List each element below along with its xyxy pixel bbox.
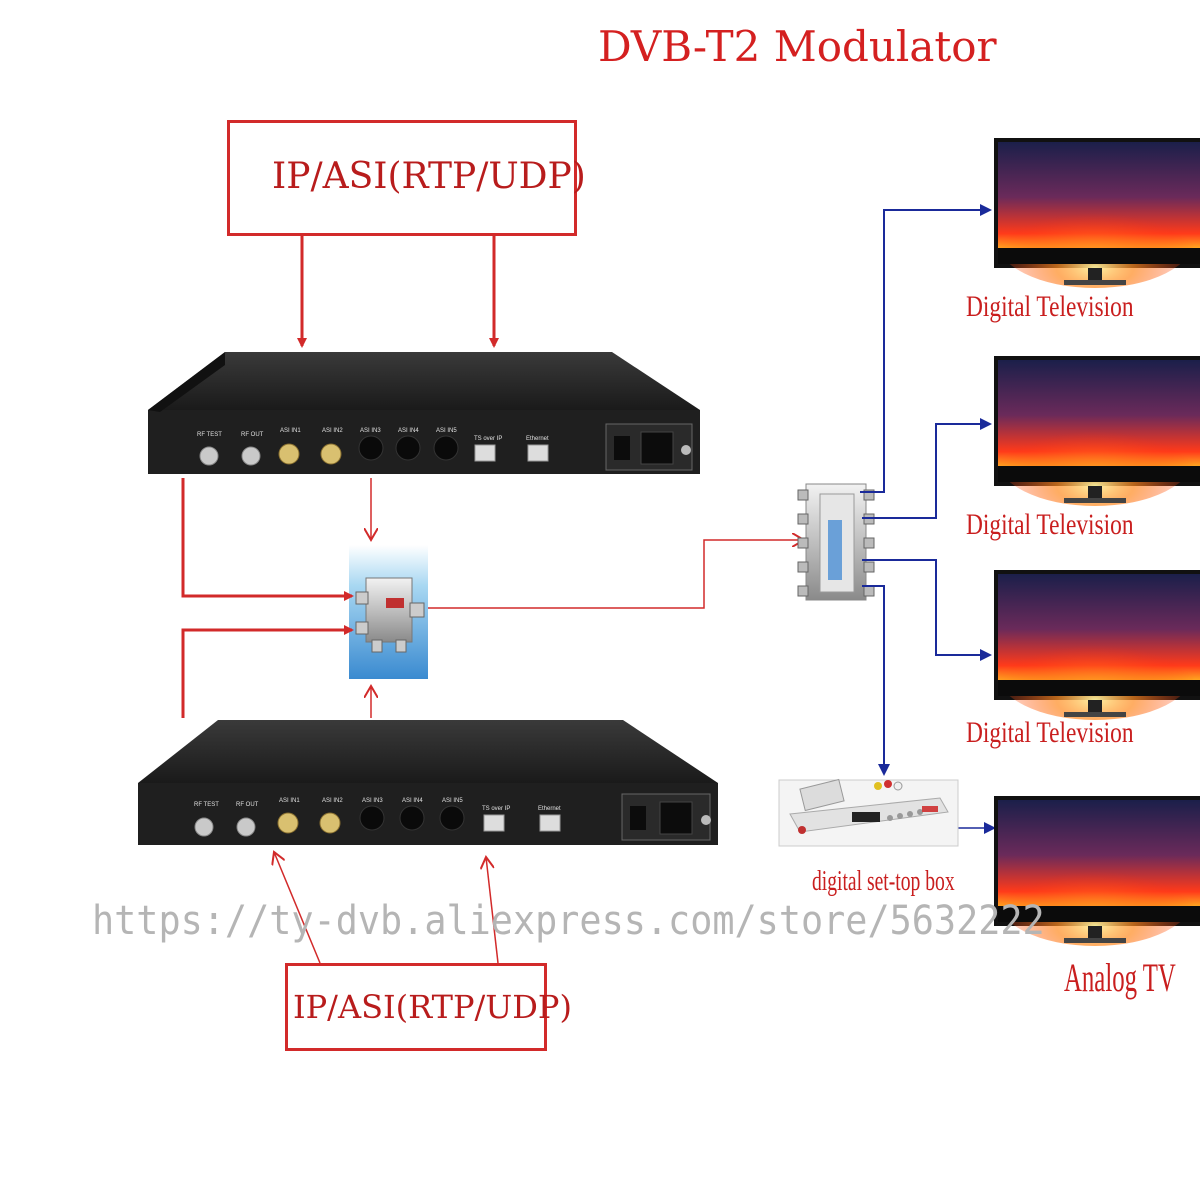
analog-tv-label: Analog TV — [1064, 955, 1176, 1000]
diagram-title: DVB-T2 Modulator — [598, 22, 997, 71]
watermark-url: https://ty-dvb.aliexpress.com/store/5632… — [92, 898, 1045, 944]
source-label-top: IP/ASI(RTP/UDP) — [272, 156, 586, 197]
tv-label-1: Digital Television — [966, 290, 1134, 323]
arrows-bottom-source — [274, 852, 499, 964]
svg-text:TS over IP: TS over IP — [474, 436, 502, 442]
tv-analog — [994, 796, 1200, 946]
svg-text:RF TEST: RF TEST — [194, 802, 219, 808]
source-box-top — [227, 120, 577, 236]
rf-splitter — [797, 483, 875, 601]
set-top-box — [778, 778, 959, 847]
svg-text:ASI IN4: ASI IN4 — [402, 798, 423, 804]
svg-text:ASI IN1: ASI IN1 — [279, 798, 300, 804]
modulator-bottom: RF TEST RF OUT ASI IN1 ASI IN2 ASI IN3 A… — [138, 720, 718, 845]
svg-text:ASI IN5: ASI IN5 — [442, 798, 463, 804]
arrows-top-source — [297, 236, 499, 348]
svg-text:RF OUT: RF OUT — [236, 802, 259, 808]
arrows-to-combiner — [181, 478, 804, 718]
svg-text:ASI IN3: ASI IN3 — [362, 798, 383, 804]
svg-text:TS over IP: TS over IP — [482, 806, 510, 812]
svg-text:ASI IN4: ASI IN4 — [398, 428, 419, 434]
svg-text:ASI IN2: ASI IN2 — [322, 798, 343, 804]
rf-combiner — [349, 545, 428, 679]
svg-text:ASI IN1: ASI IN1 — [280, 428, 301, 434]
svg-text:RF OUT: RF OUT — [241, 432, 264, 438]
svg-text:ASI IN3: ASI IN3 — [360, 428, 381, 434]
svg-text:ASI IN2: ASI IN2 — [322, 428, 343, 434]
svg-text:Ethernet: Ethernet — [526, 436, 549, 442]
modulator-top: RF TEST RF OUT ASI IN1 ASI IN2 ASI IN3 A… — [148, 352, 700, 474]
svg-text:Ethernet: Ethernet — [538, 806, 561, 812]
tv-1 — [994, 138, 1200, 288]
stb-label: digital set-top box — [812, 866, 955, 897]
tv-label-2: Digital Television — [966, 508, 1134, 541]
tv-2 — [994, 356, 1200, 506]
source-box-bottom — [285, 963, 547, 1051]
source-label-bottom: IP/ASI(RTP/UDP) — [293, 988, 572, 1026]
tv-label-3: Digital Television — [966, 716, 1134, 749]
svg-text:ASI IN5: ASI IN5 — [436, 428, 457, 434]
tv-3 — [994, 570, 1200, 720]
arrows-to-tvs — [860, 204, 996, 834]
svg-text:RF TEST: RF TEST — [197, 432, 222, 438]
